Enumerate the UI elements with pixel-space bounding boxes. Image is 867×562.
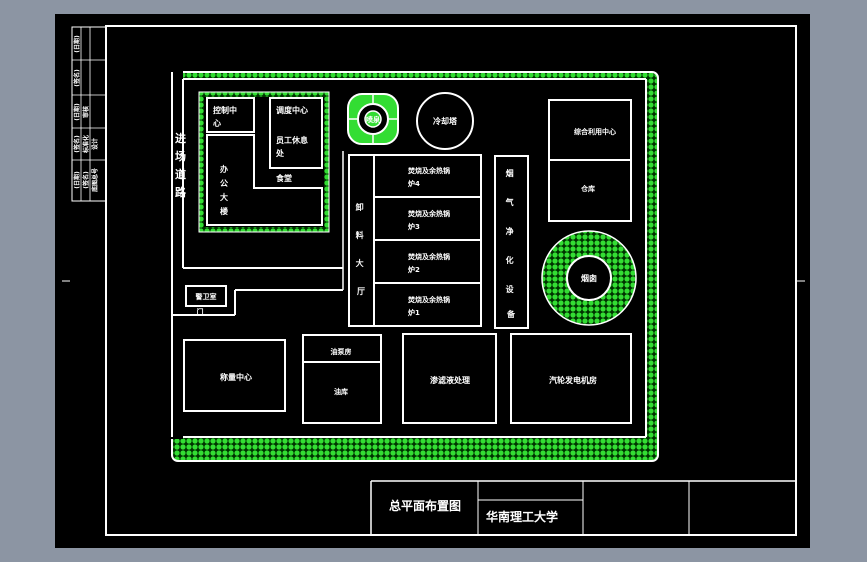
label-incinerator-1: 焚烧及余热锅炉1 — [407, 295, 450, 317]
stamp-row-a: 底图总号 — [91, 168, 99, 192]
stamp-date-3: (日期) — [73, 171, 81, 189]
fountain: 喷泉 — [347, 93, 399, 145]
flue-gas-block — [494, 155, 529, 329]
road-label-3: 道 — [175, 167, 186, 181]
inner-border — [105, 25, 797, 536]
stamp-date-2: (日期) — [73, 103, 81, 121]
label-dispatch-center: 调度中心 员工休息 处 — [275, 105, 311, 158]
label-cooling-tower: 冷却塔 — [433, 116, 458, 126]
stamp-sign-1: (签名) — [73, 69, 81, 87]
label-utilization-center: 综合利用中心 — [574, 127, 616, 136]
chimney: 烟囱 — [541, 230, 637, 326]
stamp-row-c: 标准化 — [82, 135, 90, 154]
entrance-road — [171, 71, 183, 439]
dispatch-center-block — [269, 97, 323, 169]
weighing-center-block — [183, 339, 286, 412]
side-stamp: (日期) (签名) (日期) (签名) (日期) (签名) 底图总号 设计 标准… — [71, 26, 107, 202]
label-incinerator-4: 焚烧及余热锅炉4 — [407, 166, 450, 188]
title-block: 总平面布置图 华南理工大学 — [370, 480, 796, 535]
label-oil-depot: 油库 — [334, 387, 348, 396]
label-leachate: 渗滤液处理 — [430, 375, 470, 385]
label-canteen: 食堂 — [276, 173, 292, 183]
office-building-block — [206, 134, 323, 226]
label-incinerator-2: 焚烧及余热锅炉2 — [407, 252, 450, 274]
stamp-date-1: (日期) — [73, 35, 81, 53]
label-control-center: 控制中 心 — [213, 105, 240, 128]
road-label-4: 路 — [175, 185, 187, 199]
stamp-sign-2: (签名) — [73, 135, 81, 153]
turbine-block — [510, 333, 632, 424]
label-fountain: 喷泉 — [366, 115, 381, 124]
label-flue-gas: 烟 气 净 化 设 备 — [505, 168, 517, 319]
school-name: 华南理工大学 — [486, 509, 558, 524]
oil-depot-block — [302, 334, 382, 424]
label-oil-pump-house: 油泵房 — [331, 347, 352, 356]
guard-room-block — [185, 285, 227, 307]
label-feed-hall: 卸 料 大 厅 — [356, 202, 367, 296]
stamp-row-b: 设计 — [91, 138, 99, 150]
label-turbine: 汽轮发电机房 — [549, 375, 597, 385]
road-label-1: 进 — [175, 131, 186, 145]
label-gate: 门 — [197, 307, 204, 316]
road-label-2: 场 — [175, 149, 186, 163]
label-warehouse: 仓库 — [580, 184, 595, 193]
label-weighing-center: 称量中心 — [220, 372, 252, 382]
leachate-block — [402, 333, 497, 424]
drawing-title: 总平面布置图 — [389, 498, 461, 513]
label-guard-room: 警卫室 — [196, 292, 217, 301]
stamp-sign-3: (签名) — [82, 171, 90, 189]
control-center-block — [206, 97, 255, 133]
label-incinerator-3: 焚烧及余热锅炉3 — [407, 209, 450, 231]
cooling-tower: 冷却塔 — [416, 92, 474, 150]
label-office-building: 办 公 大 楼 — [220, 164, 231, 216]
site-plan: 进 场 道 路 控制中 心 调度中心 员工休息 处 食堂 办 公 — [171, 71, 659, 462]
stamp-row-d: 审核 — [82, 106, 90, 118]
label-chimney: 烟囱 — [581, 273, 597, 283]
road-label: 进 场 道 路 — [175, 131, 190, 199]
